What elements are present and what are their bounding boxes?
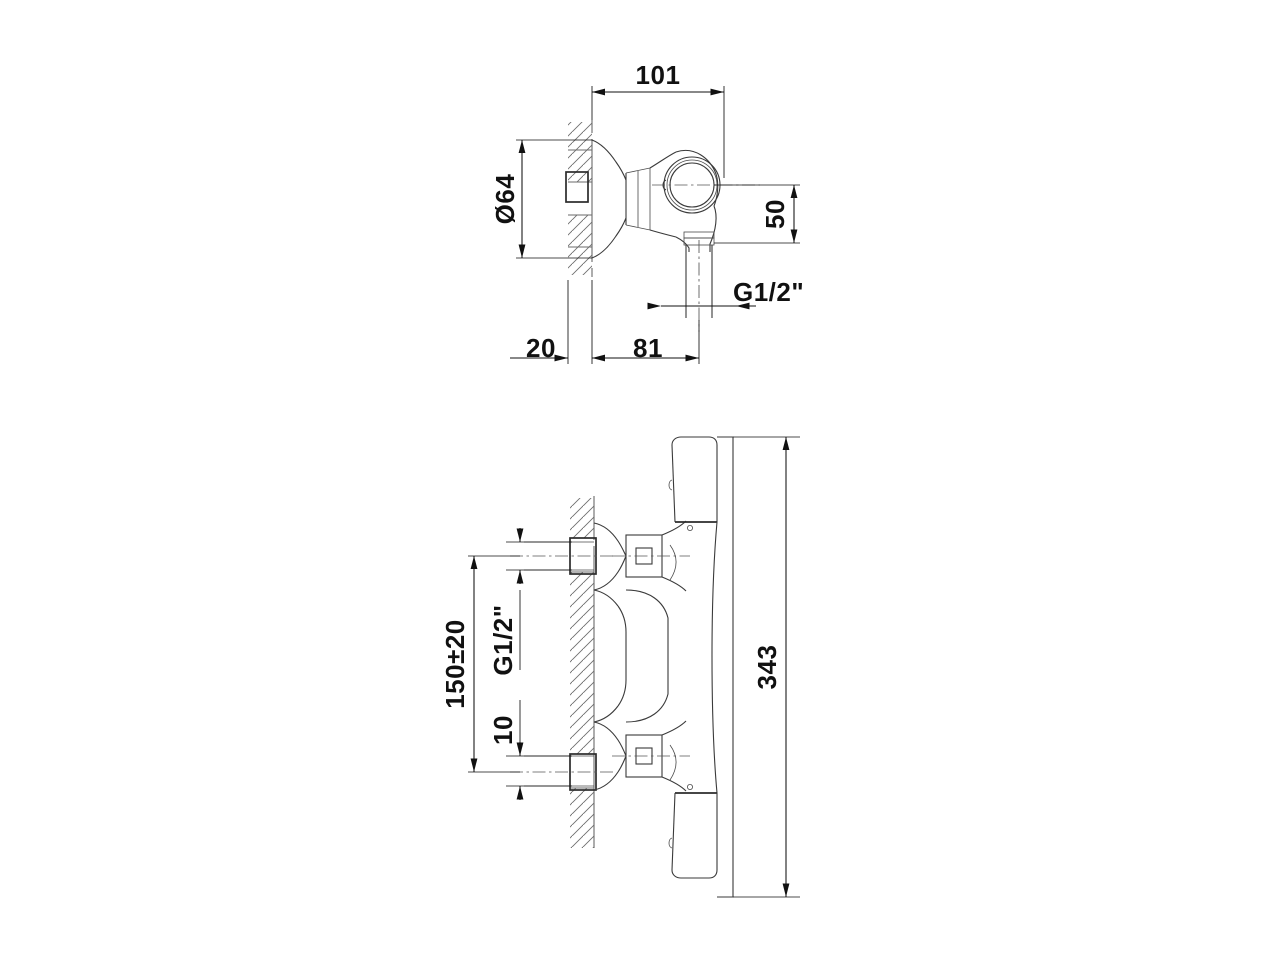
dimension-dia-64: Ø64 [490,139,592,259]
dim-343-label: 343 [752,645,782,690]
handle-column-front [668,436,734,898]
dim-20-label: 20 [526,333,556,363]
escutcheon-top-curve [591,139,627,181]
escutcheon-side [591,139,651,259]
flare-upper-top [593,522,627,557]
bottom-knob-lug [668,837,673,849]
dimension-10: 10 [488,700,572,800]
bottom-knob-left [671,792,676,871]
mixer-body-front [593,520,690,792]
dim-g12-inlet-label: G1/2" [488,604,518,675]
dim-50-label: 50 [760,199,790,229]
column-inner-edge [711,521,718,794]
shoulder-lower-bottom [661,776,687,792]
top-knob-left [671,444,676,523]
bottom-knob-cap [671,869,718,879]
dimension-150: 150±20 [440,555,520,773]
top-knob-lug [668,479,673,491]
body-upper-edge [649,151,677,169]
collar-top-edge [625,167,651,174]
front-view-group: 150±20 G1/2" 10 [440,436,800,898]
wall-hatch-f3 [570,788,594,848]
top-knob-cap [671,436,718,446]
bottom-screw-dot [687,784,694,791]
dimension-chain-bottom: 20 81 [510,280,700,364]
shoulder-lower-top [661,720,687,736]
central-body-right [625,589,669,723]
dimension-g12-outlet: G1/2" [647,277,804,310]
dimension-50: 50 [714,184,800,244]
wall-section-side-view [565,120,593,277]
body-outlet-right [709,205,717,252]
collar-bottom-edge [625,224,651,231]
central-body-tl [593,589,619,607]
dimension-101: 101 [591,60,725,178]
body-cap-curve [675,150,719,207]
dim-101-label: 101 [636,60,681,90]
side-view-group: 101 Ø64 50 G1/2" [490,60,804,364]
flare-lower-bottom [593,755,627,791]
detail-arc-lower [669,744,677,781]
dim-g12-outlet-label: G1/2" [733,277,804,307]
wall-hatch-f2 [570,572,594,754]
flare-upper-bottom [593,555,627,591]
central-body-left [617,605,627,707]
dim-10-label: 10 [488,715,518,745]
escutcheon-bottom-curve [591,217,627,259]
dim-150-label: 150±20 [440,619,470,709]
dim-81-label: 81 [633,333,663,363]
wall-hatch-f1 [570,498,594,538]
top-screw-dot [687,525,694,532]
body-lower-edge [649,229,677,238]
detail-arc-upper [669,544,677,581]
column-outer-edge [717,436,734,898]
dim-64-label: Ø64 [490,174,520,225]
dimension-343: 343 [733,436,800,898]
wall-hatch-lower [568,215,592,275]
flare-lower-top [593,721,627,757]
shoulder-upper-bottom [661,576,687,592]
central-body-bl [593,705,619,723]
dimension-g12-inlet: G1/2" [488,528,572,676]
wall-section-front-view [570,496,595,848]
wall-inlet-connector-side [565,171,589,203]
